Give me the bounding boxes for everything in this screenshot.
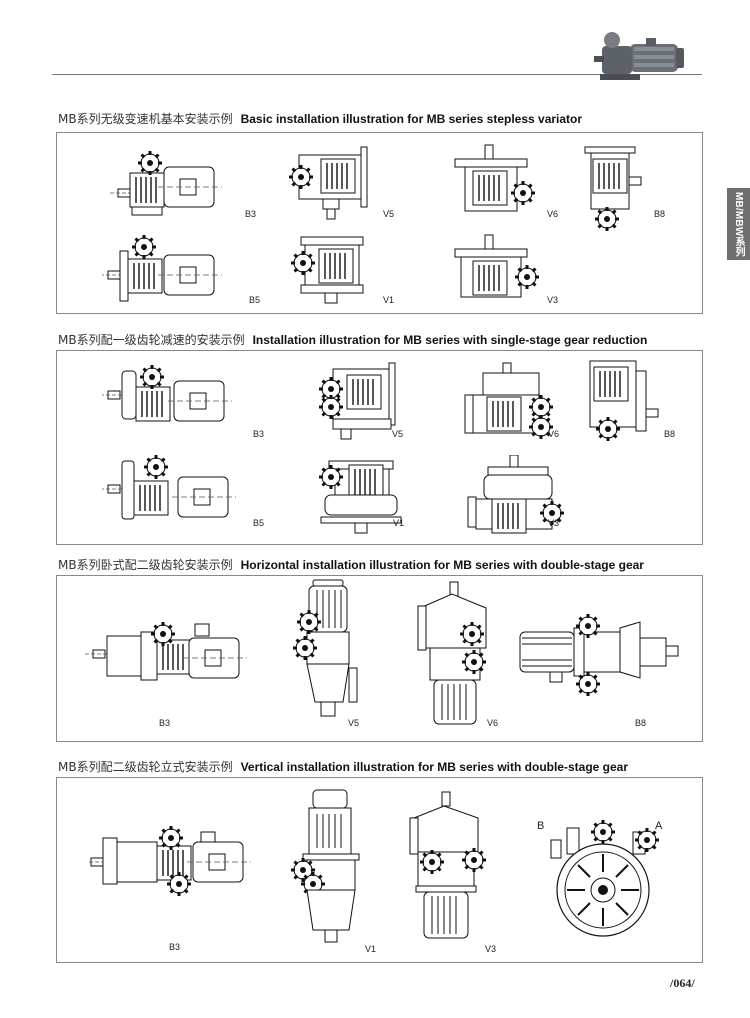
diagram-v1 [289, 789, 360, 943]
label-v1: V1 [393, 518, 405, 528]
diagram-v5 [291, 579, 358, 717]
section-title-cn: MB系列卧式配二级齿轮安装示例 [58, 558, 233, 572]
section-title-cn: MB系列配二级齿轮立式安装示例 [58, 760, 233, 774]
diagram-v3 [409, 791, 488, 939]
figure-frame-vertical: B3 V1 V3 [56, 777, 703, 963]
label-b3: B3 [253, 429, 265, 439]
diagram-v5 [287, 146, 368, 220]
header-rule [52, 74, 702, 75]
series-side-tab: MB/MBW系列 [727, 188, 750, 260]
label-v6: V6 [547, 209, 559, 219]
diagram-b5 [102, 233, 223, 302]
label-v3: V3 [547, 295, 559, 305]
diagram-b3 [84, 620, 247, 681]
figure-frame-basic: B3 V5 V6 B8 B5 [56, 132, 703, 314]
label-b-side: B [537, 820, 545, 832]
diagram-v6 [417, 581, 488, 725]
section-title-en: Basic installation illustration for MB s… [240, 112, 583, 126]
diagram-b3 [102, 363, 233, 422]
page-number: /064/ [670, 976, 695, 990]
figure-frame-single-stage: B3 V5 V6 B8 B5 [56, 350, 703, 545]
diagram-v1 [317, 460, 402, 534]
diagram-v5 [317, 362, 396, 440]
label-v5: V5 [383, 209, 395, 219]
label-v1: V1 [383, 295, 395, 305]
label-v1: V1 [365, 944, 377, 954]
section-title-cn: MB系列无级变速机基本安装示例 [58, 112, 233, 126]
diagram-b5 [102, 455, 237, 520]
label-v5: V5 [348, 718, 360, 728]
figure-frame-horizontal: B3 V5 V6 B8 [56, 575, 703, 742]
label-b5: B5 [249, 295, 261, 305]
section-title-horizontal: MB系列卧式配二级齿轮安装示例 Horizontal installation i… [58, 556, 644, 573]
section-title-single-stage: MB系列配一级齿轮减速的安装示例 Installation illustratio… [58, 331, 647, 348]
section-title-vertical: MB系列配二级齿轮立式安装示例 Vertical installation ill… [58, 758, 628, 775]
diagram-v3 [454, 234, 541, 298]
diagram-b3 [109, 149, 223, 216]
section-title-en: Horizontal installation illustration for… [240, 558, 644, 572]
label-b3: B3 [169, 942, 181, 952]
variator-machine-image [594, 32, 684, 80]
diagram-b8 [519, 612, 679, 698]
label-b8: B8 [654, 209, 666, 219]
label-v5: V5 [392, 429, 404, 439]
diagram-b3 [87, 824, 252, 898]
label-b8: B8 [635, 718, 647, 728]
label-b8: B8 [664, 429, 676, 439]
label-b3: B3 [245, 209, 257, 219]
label-v3: V3 [485, 944, 497, 954]
label-a-side: A [655, 820, 663, 832]
label-b5: B5 [253, 518, 265, 528]
section-title-basic: MB系列无级变速机基本安装示例 Basic installation illust… [58, 110, 582, 127]
diagram-b8 [584, 146, 642, 233]
diagram-flange-view [550, 818, 661, 937]
diagram-b8 [589, 360, 659, 443]
label-v6: V6 [548, 429, 560, 439]
section-title-en: Installation illustration for MB series … [252, 333, 648, 347]
label-b3: B3 [159, 718, 171, 728]
section-title-cn: MB系列配一级齿轮减速的安装示例 [58, 333, 245, 347]
label-v6: V6 [487, 718, 499, 728]
label-v3: V3 [548, 518, 560, 528]
diagram-v3 [467, 455, 566, 534]
section-title-en: Vertical installation illustration for M… [240, 760, 629, 774]
diagram-v6 [454, 144, 537, 212]
diagram-v1 [289, 236, 364, 304]
diagram-v6 [464, 362, 555, 441]
